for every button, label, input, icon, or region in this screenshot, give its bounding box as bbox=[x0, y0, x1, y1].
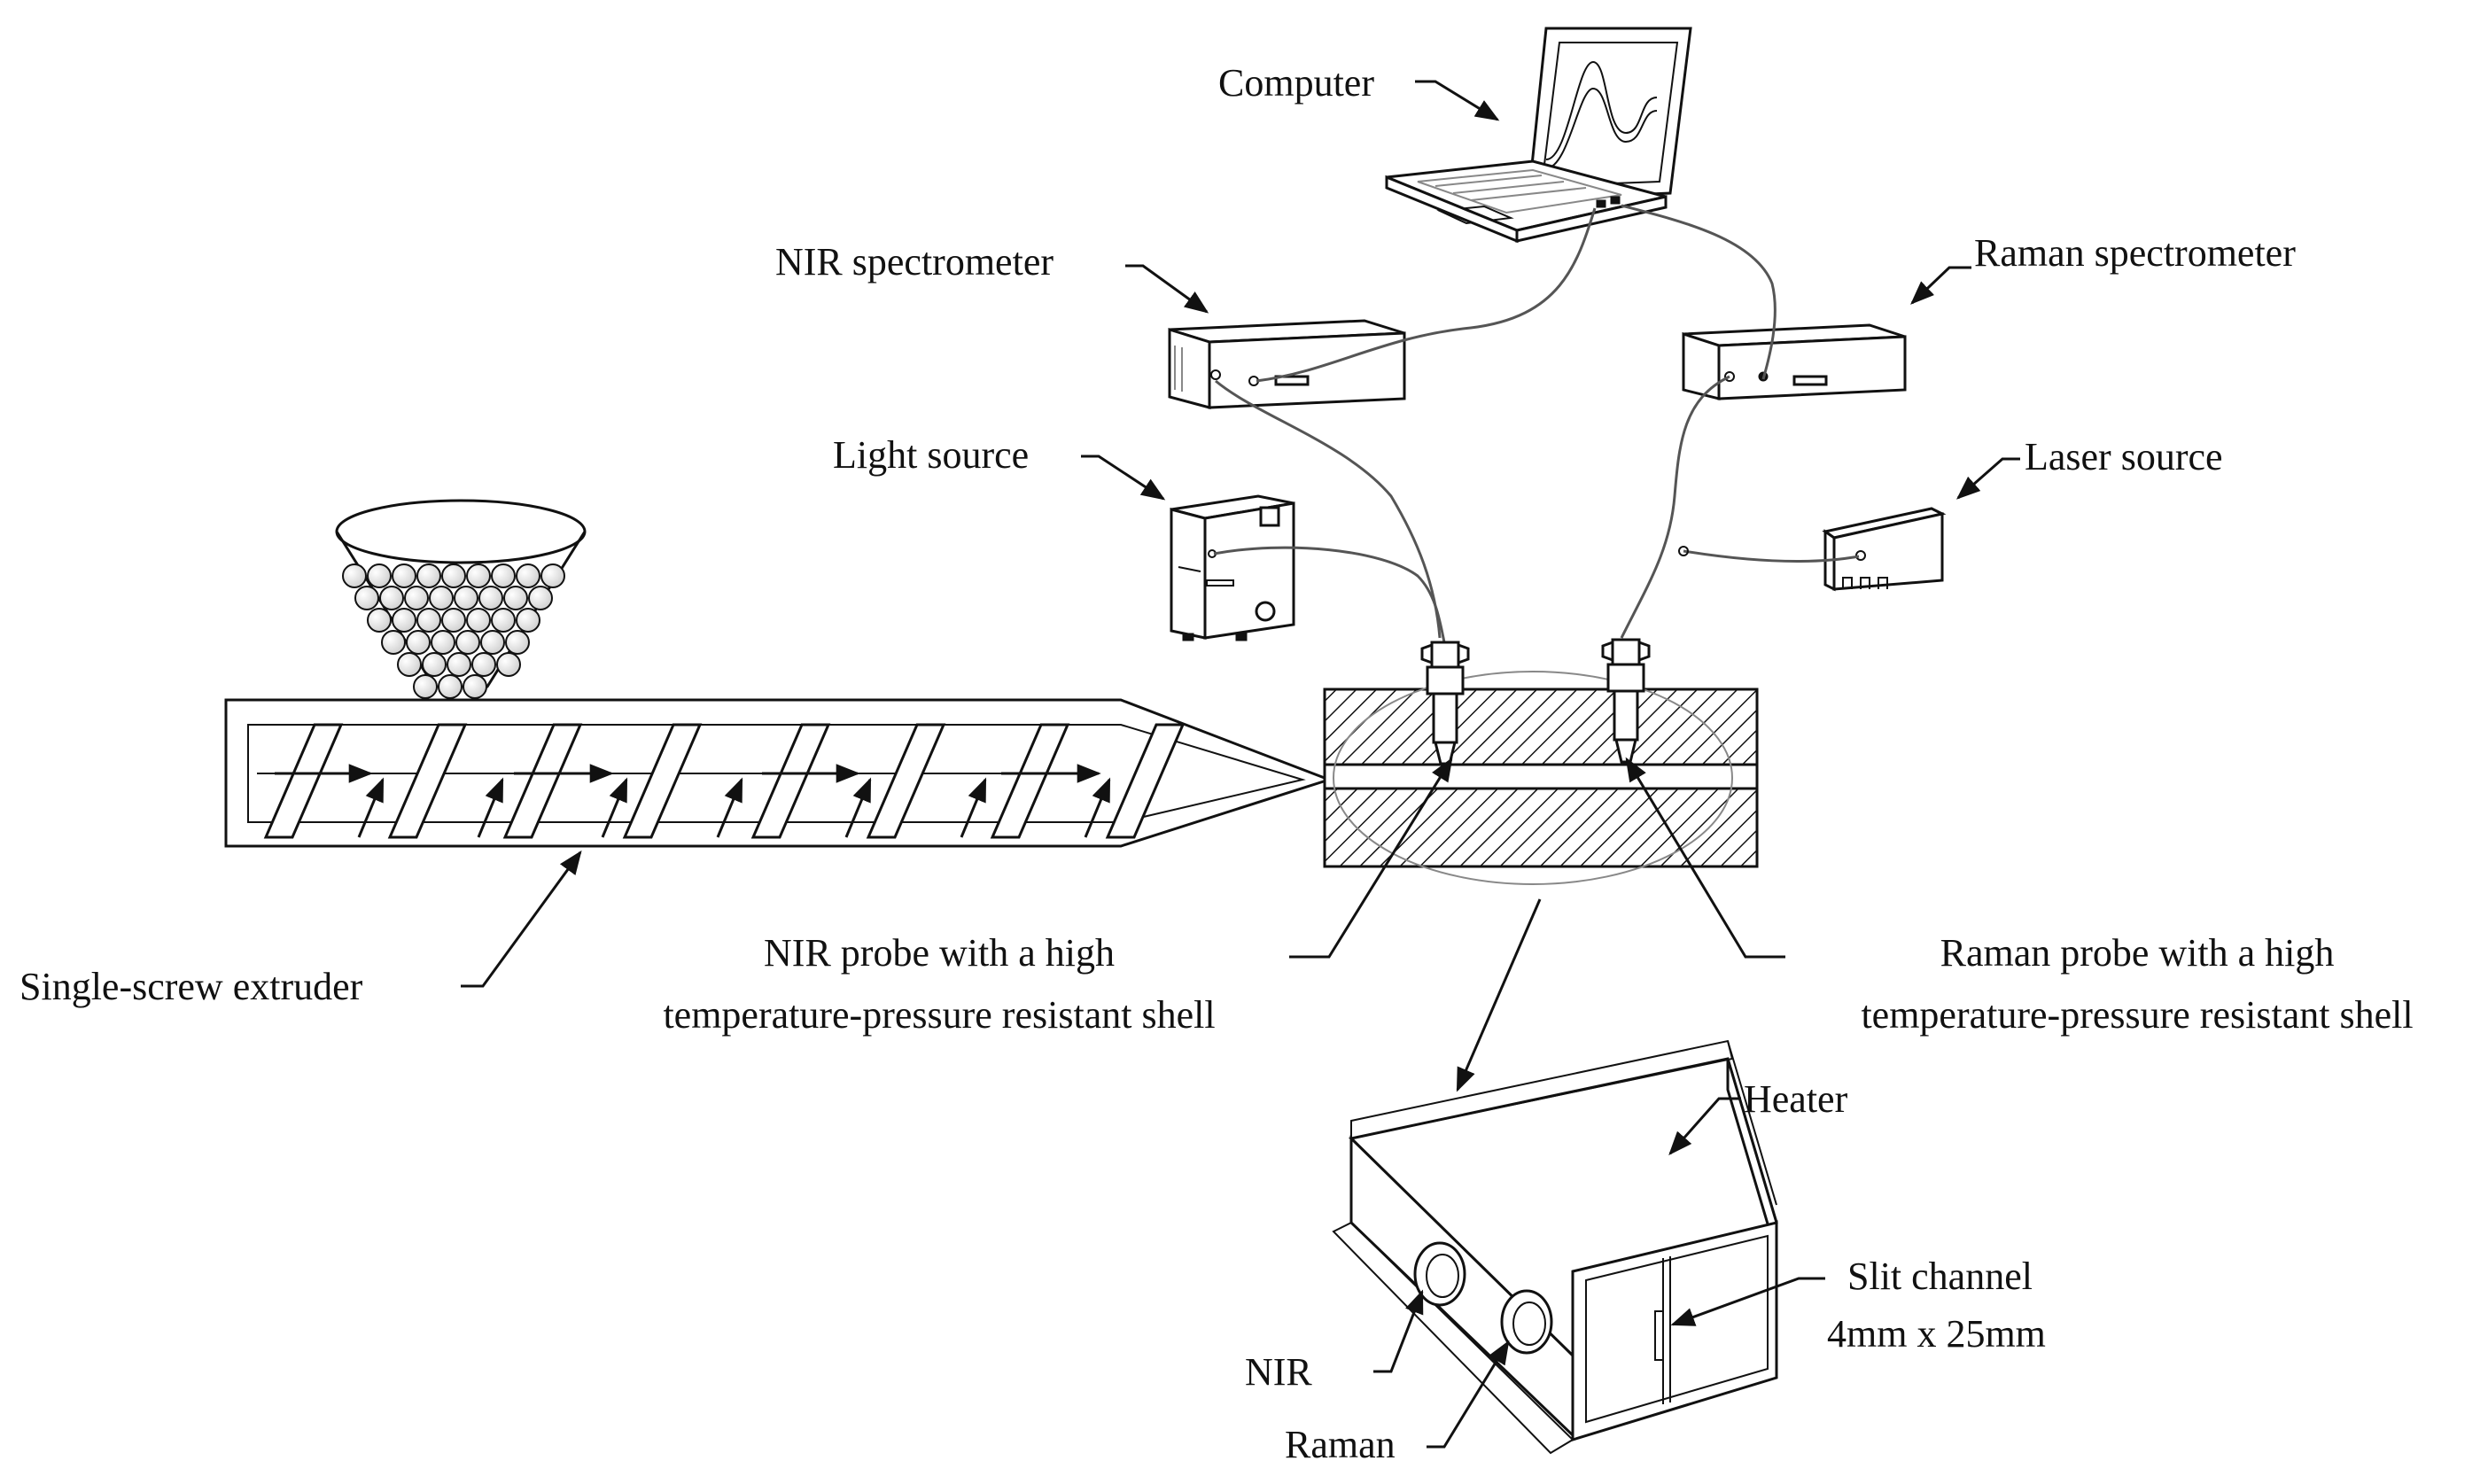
raman-port-label: Raman bbox=[1285, 1423, 1396, 1466]
nir-port-label: NIR bbox=[1245, 1350, 1312, 1394]
laser-source-label: Laser source bbox=[2025, 435, 2223, 478]
raman-spectrometer-label: Raman spectrometer bbox=[1974, 231, 2296, 275]
nir-probe-label-line2: temperature-pressure resistant shell bbox=[663, 993, 1215, 1037]
leader-lines bbox=[461, 80, 2020, 1449]
light-source-icon bbox=[1170, 494, 1295, 641]
raman-probe-icon bbox=[1601, 638, 1651, 764]
laser-source-icon bbox=[1822, 507, 1947, 592]
slit-channel-label-line2: 4mm x 25mm bbox=[1827, 1312, 2046, 1356]
extruder-barrel bbox=[224, 698, 1333, 848]
nir-probe-label-line1: NIR probe with a high bbox=[764, 931, 1115, 975]
extruder-label: Single-screw extruder bbox=[19, 965, 363, 1008]
raman-port-icon bbox=[1500, 1289, 1553, 1355]
cables bbox=[1213, 204, 1860, 643]
nir-spectrometer-icon bbox=[1168, 319, 1406, 409]
heater-block bbox=[1332, 1039, 1778, 1455]
hopper-icon bbox=[335, 499, 587, 699]
nir-port-icon bbox=[1413, 1241, 1466, 1307]
computer-label: Computer bbox=[1218, 61, 1374, 105]
raman-probe-label-line2: temperature-pressure resistant shell bbox=[1861, 993, 2413, 1037]
light-source-label: Light source bbox=[833, 433, 1029, 477]
raman-probe-label-line1: Raman probe with a high bbox=[1940, 931, 2335, 975]
heater-label: Heater bbox=[1744, 1077, 1848, 1121]
raman-spectrometer-icon bbox=[1682, 323, 1907, 400]
slit-channel-label-line1: Slit channel bbox=[1847, 1255, 2033, 1298]
computer-icon bbox=[1385, 27, 1692, 244]
nir-probe-icon bbox=[1420, 641, 1470, 765]
nir-spectrometer-label: NIR spectrometer bbox=[775, 240, 1054, 284]
die-block bbox=[1323, 671, 1759, 885]
